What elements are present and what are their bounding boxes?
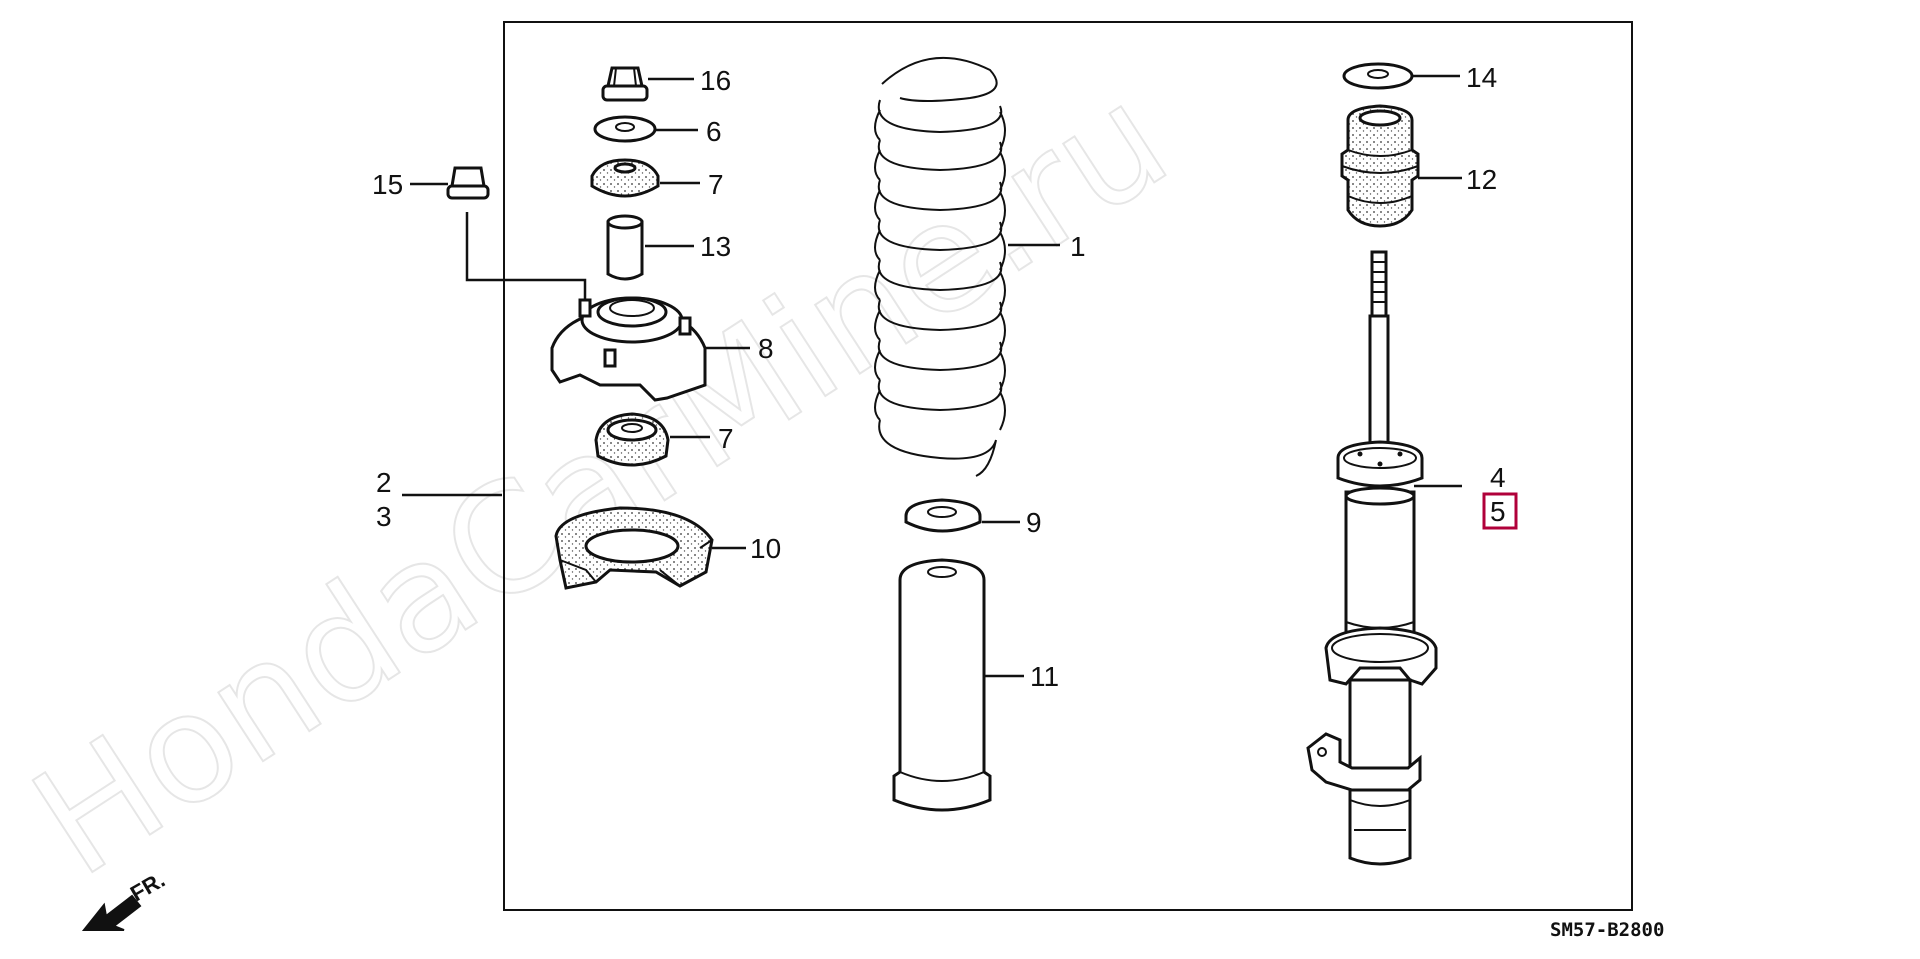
callout-6[interactable]: 6 [706,116,722,147]
callout-5[interactable]: 5 [1490,496,1506,527]
diagram-frame [503,21,1633,911]
callout-4[interactable]: 4 [1490,462,1506,493]
callout-7-upper[interactable]: 7 [708,169,724,200]
callout-16[interactable]: 16 [700,65,731,96]
callout-12[interactable]: 12 [1466,164,1497,195]
part-9-spring-washer[interactable] [904,498,982,533]
part-1-coil-spring[interactable] [874,56,1006,477]
callout-14[interactable]: 14 [1466,62,1497,93]
callout-7-lower[interactable]: 7 [718,423,734,454]
part-13-collar[interactable] [606,214,644,281]
part-7-lower-bushing[interactable] [594,412,670,467]
callout-3[interactable]: 3 [376,501,392,532]
part-6-washer[interactable] [593,115,657,143]
part-15-nut[interactable] [446,166,490,200]
callout-5-highlight[interactable] [1482,492,1518,530]
nut-15-stud-connector [465,212,587,300]
callout-15[interactable]: 15 [372,169,403,200]
callout-2[interactable]: 2 [376,467,392,498]
part-16-flange-nut[interactable] [601,66,649,102]
callout-11[interactable]: 11 [1030,661,1059,692]
part-10-spring-seat-rubber[interactable] [554,506,714,590]
drawing-code: SM57-B2800 [1550,919,1664,941]
part-4-5-shock-absorber[interactable] [1306,250,1438,866]
callout-13[interactable]: 13 [700,231,731,262]
part-14-upper-washer[interactable] [1342,62,1414,90]
front-direction-arrow-icon [81,894,142,931]
part-11-dust-boot[interactable] [892,558,992,812]
part-8-strut-mount-base[interactable] [550,296,707,402]
callout-8[interactable]: 8 [758,333,774,364]
callout-1[interactable]: 1 [1070,231,1086,262]
callout-10[interactable]: 10 [750,533,781,564]
part-12-bump-stop[interactable] [1340,104,1420,228]
part-7-upper-bushing[interactable] [590,158,660,198]
callout-9[interactable]: 9 [1026,507,1042,538]
